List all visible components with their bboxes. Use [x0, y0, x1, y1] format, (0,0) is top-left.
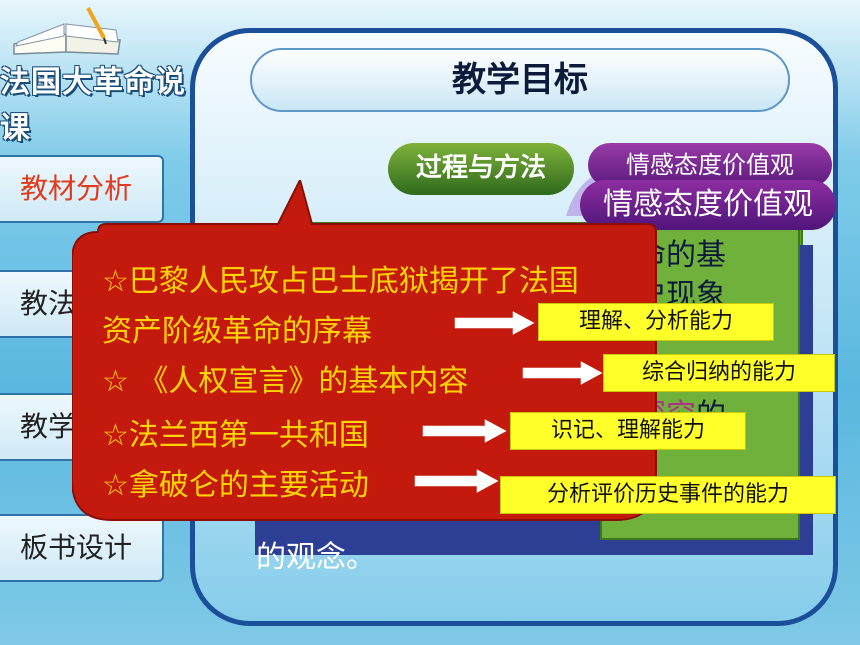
callout-item-napoleon: ☆拿破仑的主要活动: [102, 468, 369, 503]
sidebar-item-label: 板书设计: [20, 531, 133, 564]
ability-label-evaluate-history: 分析评价历史事件的能力: [500, 476, 836, 514]
callout-item-declaration: ☆ 《人权宣言》的基本内容: [102, 364, 469, 399]
ability-label-synthesize: 综合归纳的能力: [603, 354, 835, 392]
book-icon: [13, 7, 121, 55]
arrow-right-icon: [421, 416, 510, 446]
brand-title: 法国大革命说课: [0, 65, 186, 146]
tab-emotion-values-highlight[interactable]: 情感态度价值观: [580, 180, 836, 230]
page-title: 教学目标: [250, 48, 790, 112]
sidebar-item-textbook-analysis[interactable]: 教材分析: [0, 155, 164, 223]
ability-label-memorize-understand: 识记、理解能力: [510, 412, 746, 450]
arrow-right-icon: [521, 358, 606, 388]
background-text-4: 的观念。: [256, 540, 376, 575]
sidebar-item-board-design[interactable]: 板书设计: [0, 514, 164, 582]
callout-item-first-republic: ☆法兰西第一共和国: [102, 418, 369, 453]
sidebar-item-label: 教法: [20, 287, 77, 320]
sidebar-item-label: 教学: [20, 410, 77, 443]
arrow-right-icon: [453, 308, 538, 338]
tab-emotion-values[interactable]: 情感态度价值观: [588, 143, 832, 187]
tab-process-method[interactable]: 过程与方法: [388, 143, 574, 195]
ability-label-understand-analyze: 理解、分析能力: [538, 303, 774, 341]
sidebar-item-label: 教材分析: [20, 172, 133, 205]
callout-item-bastille: ☆巴黎人民攻占巴士底狱揭开了法国: [102, 264, 579, 299]
arrow-right-icon: [413, 466, 502, 496]
callout-item-bastille-cont: 资产阶级革命的序幕: [102, 314, 372, 349]
